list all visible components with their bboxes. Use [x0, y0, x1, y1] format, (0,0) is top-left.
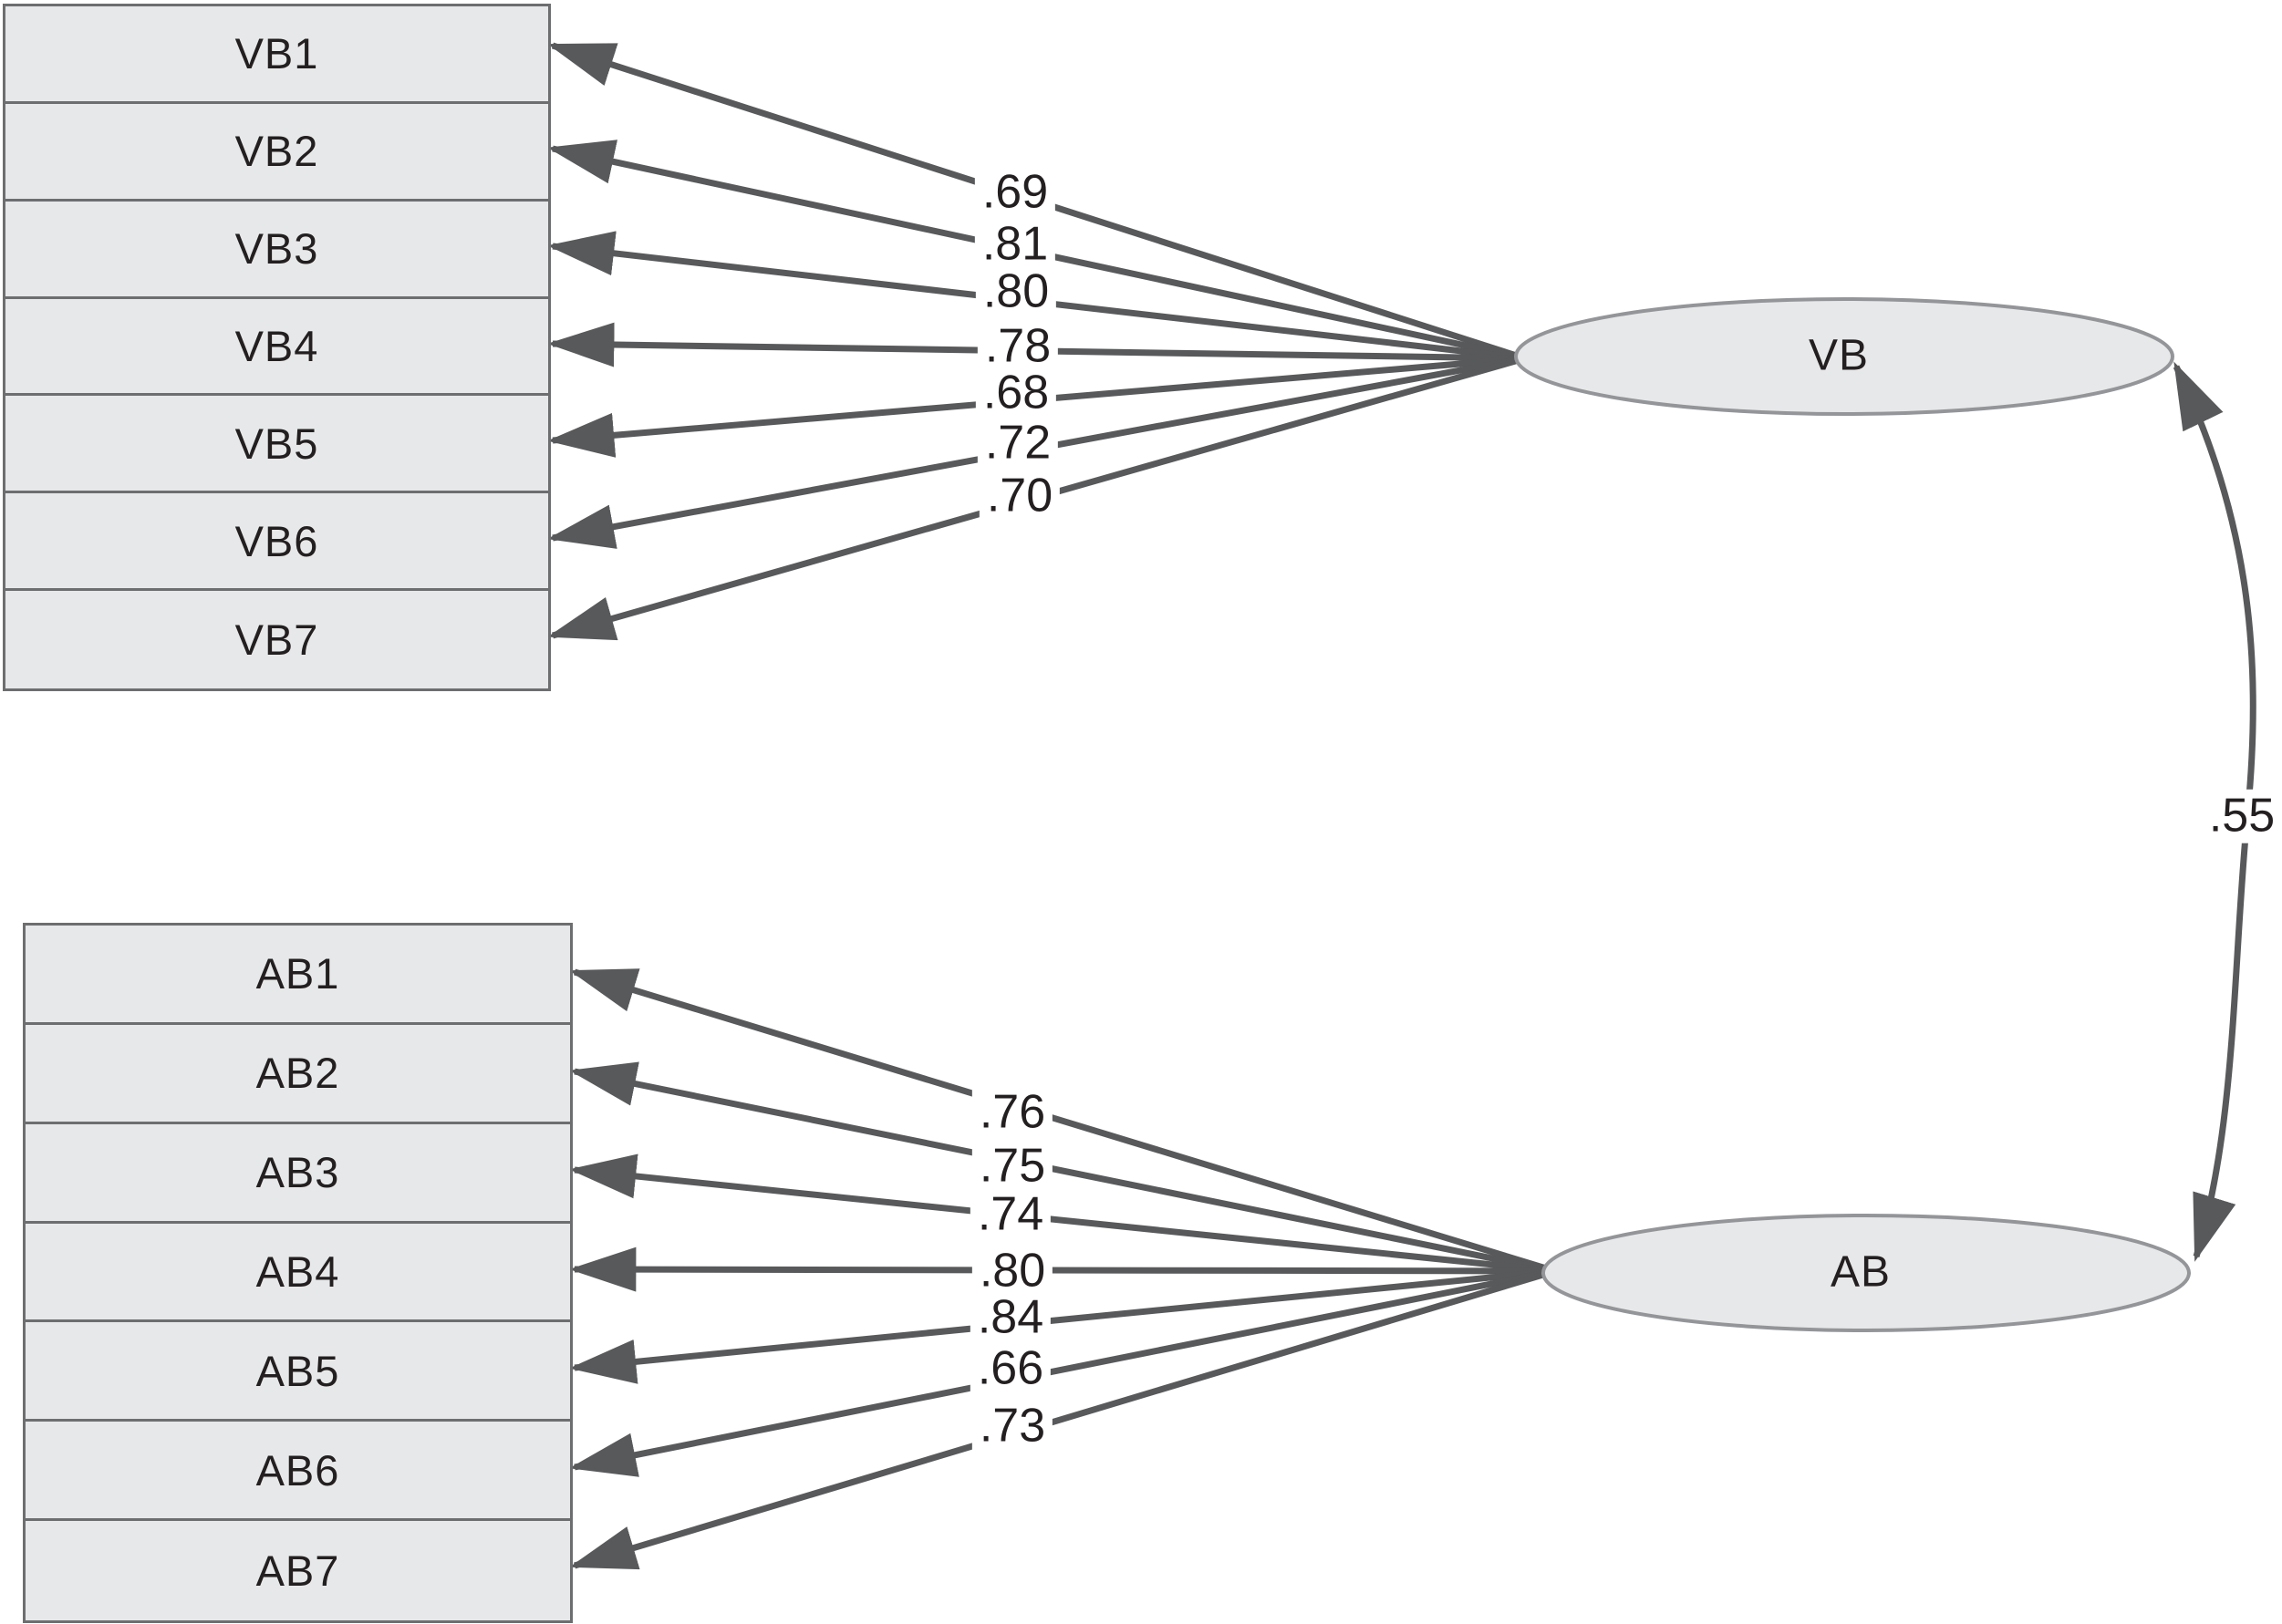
loading-arrow-ab4 [568, 1246, 1556, 1292]
loading-value-vb6: .72 [977, 416, 1059, 471]
loading-value-vb5: .68 [975, 366, 1057, 420]
loading-arrow-ab5 [568, 1267, 1556, 1384]
correlation-value: .55 [2201, 789, 2282, 843]
loading-arrow-ab3 [568, 1153, 1556, 1275]
indicator-stack-ab: AB1 AB2 AB3 AB4 AB5 AB6 AB7 [23, 923, 573, 1623]
loading-value-ab2: .75 [971, 1139, 1053, 1194]
loading-value-ab7: .73 [971, 1399, 1053, 1453]
factor-ellipse-ab [1541, 1214, 2191, 1332]
factor-label-ab: AB [1830, 1247, 1892, 1297]
indicator-box-vb4: VB4 [5, 298, 548, 397]
loading-value-vb7: .70 [979, 469, 1061, 523]
loading-arrow-ab7 [569, 1267, 1557, 1570]
indicator-box-ab4: AB4 [26, 1223, 570, 1323]
loading-value-ab6: .66 [970, 1341, 1052, 1396]
loading-value-vb2: .81 [974, 217, 1056, 272]
loading-value-ab3: .74 [970, 1187, 1052, 1242]
loading-value-ab4: .80 [971, 1244, 1053, 1298]
loading-value-vb1: .69 [974, 165, 1056, 220]
loading-arrow-ab1 [569, 968, 1557, 1275]
indicator-box-ab6: AB6 [26, 1422, 570, 1522]
loading-arrow-ab2 [568, 1061, 1556, 1275]
indicator-box-vb3: VB3 [5, 201, 548, 299]
factor-ellipse-vb [1514, 297, 2174, 416]
indicator-box-vb1: VB1 [5, 6, 548, 104]
indicator-box-ab7: AB7 [26, 1521, 570, 1620]
indicator-box-ab5: AB5 [26, 1322, 570, 1422]
indicator-box-ab1: AB1 [26, 926, 570, 1025]
indicator-box-vb6: VB6 [5, 493, 548, 592]
loading-value-vb4: .78 [977, 319, 1059, 374]
loading-value-ab1: .76 [971, 1085, 1053, 1140]
indicator-box-ab3: AB3 [26, 1123, 570, 1224]
loading-value-vb3: .80 [975, 264, 1057, 319]
factor-label-vb: VB [1808, 331, 1870, 380]
indicator-stack-vb: VB1 VB2 VB3 VB4 VB5 VB6 VB7 [3, 4, 551, 691]
indicator-box-vb5: VB5 [5, 396, 548, 494]
indicator-box-ab2: AB2 [26, 1024, 570, 1124]
indicator-box-vb2: VB2 [5, 103, 548, 202]
loading-value-ab5: .84 [970, 1290, 1052, 1345]
loading-arrow-ab6 [568, 1267, 1556, 1477]
indicator-box-vb7: VB7 [5, 591, 548, 688]
